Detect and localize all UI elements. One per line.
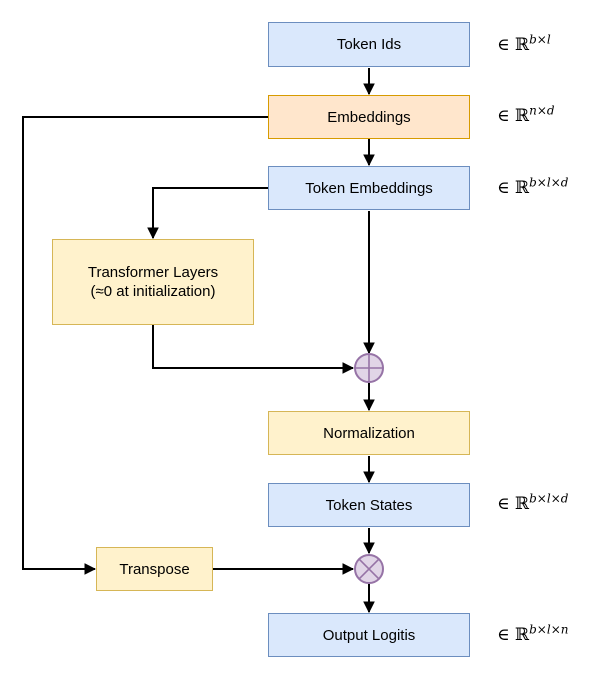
dimension-superscript: n×d [529,103,555,118]
dimension-superscript: b×l×n [529,622,569,637]
set-membership-text: ∈ ℝ [497,106,530,126]
node-transformer-layers-sublabel: (≈0 at initialization) [90,283,216,300]
annotation-output-logits: ∈ ℝb×l×n [497,623,568,647]
annotation-token-ids: ∈ ℝb×l [497,33,551,57]
node-embeddings: Embeddings [268,95,470,139]
node-output-logits-label: Output Logitis [322,626,416,644]
node-token-embeddings-label: Token Embeddings [305,179,433,197]
node-embeddings-label: Embeddings [327,108,411,126]
dimension-superscript: b×l×d [529,491,569,506]
node-token-states-label: Token States [325,496,413,514]
edge-token-embeddings-to-transformer-layers [153,187,268,238]
node-transformer-layers-label: Transformer Layers [87,264,219,281]
annotation-embeddings: ∈ ℝn×d [497,104,555,128]
node-transpose: Transpose [96,547,213,591]
dimension-superscript: b×l [529,32,551,47]
node-normalization: Normalization [268,411,470,455]
annotation-token-states: ∈ ℝb×l×d [497,492,568,516]
node-normalization-label: Normalization [323,424,415,442]
set-membership-text: ∈ ℝ [497,625,530,645]
edge-embeddings-to-transpose [22,116,268,569]
annotation-token-embeddings: ∈ ℝb×l×d [497,176,568,200]
edge-transformer-layers-to-add [152,325,353,368]
set-membership-text: ∈ ℝ [497,494,530,514]
node-transformer-layers: Transformer Layers (≈0 at initialization… [52,239,254,325]
node-token-ids: Token Ids [268,22,470,67]
node-token-embeddings: Token Embeddings [268,166,470,210]
circled-plus-icon [354,353,384,383]
dimension-superscript: b×l×d [529,175,569,190]
node-token-states: Token States [268,483,470,527]
set-membership-text: ∈ ℝ [497,178,530,198]
node-token-ids-label: Token Ids [336,36,402,53]
circled-times-icon [354,554,384,584]
node-transpose-label: Transpose [119,560,190,578]
set-membership-text: ∈ ℝ [497,35,530,55]
node-output-logits: Output Logitis [268,613,470,657]
